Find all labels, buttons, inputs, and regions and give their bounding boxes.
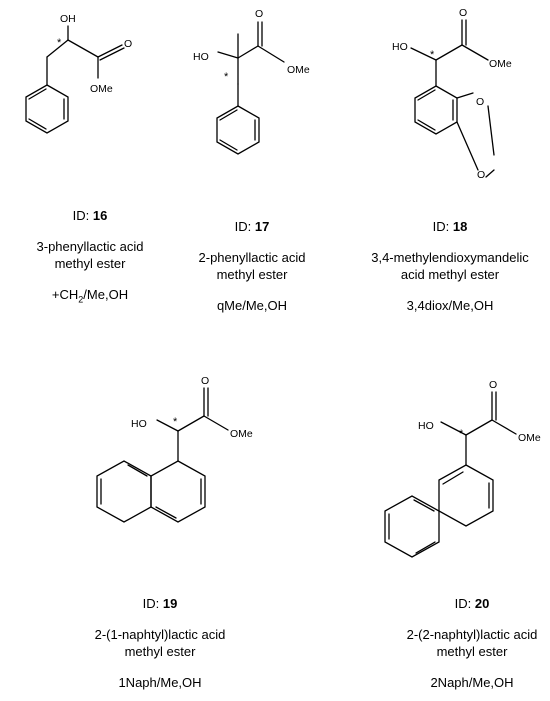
atom-ho: HO bbox=[392, 41, 408, 53]
stereocenter-star: * bbox=[459, 428, 464, 440]
compound-code: qMe/Me,OH bbox=[216, 298, 288, 313]
structure-16: OH * O OMe bbox=[25, 13, 132, 134]
atom-o: O bbox=[124, 38, 132, 50]
atom-oh: OH bbox=[60, 13, 76, 25]
atom-o: O bbox=[255, 8, 263, 20]
stereocenter-star: * bbox=[430, 49, 435, 61]
caption-20: ID: 20 2-(2-naphtyl)lactic acid methyl e… bbox=[382, 595, 550, 691]
atom-o: O bbox=[459, 7, 467, 19]
compound-id: ID: 19 bbox=[142, 596, 178, 611]
structure-20: HO * O OMe bbox=[384, 379, 541, 558]
stereocenter-star: * bbox=[57, 37, 62, 49]
compound-name-2: methyl ester bbox=[54, 256, 126, 271]
atom-ome: OMe bbox=[489, 58, 512, 70]
atom-o: O bbox=[489, 379, 497, 391]
atom-ome: OMe bbox=[518, 432, 541, 444]
compound-name-2: acid methyl ester bbox=[400, 267, 500, 282]
atom-ho: HO bbox=[131, 418, 147, 430]
caption-18: ID: 18 3,4-methylendioxymandelic acid me… bbox=[355, 218, 545, 314]
caption-19: ID: 19 2-(1-naphtyl)lactic acid methyl e… bbox=[70, 595, 250, 691]
compound-id: ID: 20 bbox=[454, 596, 490, 611]
compound-name: 2-(1-naphtyl)lactic acid bbox=[94, 627, 226, 642]
compound-name: 3,4-methylendioxymandelic bbox=[371, 250, 529, 265]
structure-18: HO * O OMe O O bbox=[392, 7, 512, 181]
atom-ome: OMe bbox=[230, 428, 253, 440]
compound-name-2: methyl ester bbox=[124, 644, 196, 659]
compound-id: ID: 16 bbox=[72, 208, 108, 223]
atom-ome: OMe bbox=[287, 64, 310, 76]
atom-ho: HO bbox=[418, 420, 434, 432]
structure-19: HO * O OMe bbox=[96, 375, 253, 523]
compound-code: 3,4diox/Me,OH bbox=[406, 298, 494, 313]
compound-name: 2-phenyllactic acid bbox=[198, 250, 306, 265]
compound-id: ID: 17 bbox=[234, 219, 270, 234]
stereocenter-star: * bbox=[224, 71, 229, 83]
compound-code: 2Naph/Me,OH bbox=[430, 675, 514, 690]
compound-name-2: methyl ester bbox=[436, 644, 508, 659]
compound-id: ID: 18 bbox=[432, 219, 468, 234]
atom-ome: OMe bbox=[90, 83, 113, 95]
compound-name: 2-(2-naphtyl)lactic acid bbox=[406, 627, 538, 642]
atom-o-ring-1: O bbox=[476, 96, 484, 108]
caption-17: ID: 17 2-phenyllactic acid methyl ester … bbox=[172, 218, 332, 314]
caption-16: ID: 16 3-phenyllactic acid methyl ester … bbox=[10, 207, 170, 309]
structure-17: HO O OMe * bbox=[193, 8, 310, 155]
compound-name-2: methyl ester bbox=[216, 267, 288, 282]
compound-code: 1Naph/Me,OH bbox=[118, 675, 202, 690]
compound-code: +CH2/Me,OH bbox=[51, 287, 129, 305]
atom-o: O bbox=[201, 375, 209, 387]
compound-name: 3-phenyllactic acid bbox=[36, 239, 144, 254]
atom-ho: HO bbox=[193, 51, 209, 63]
stereocenter-star: * bbox=[173, 416, 178, 428]
atom-o-ring-2: O bbox=[477, 169, 485, 181]
